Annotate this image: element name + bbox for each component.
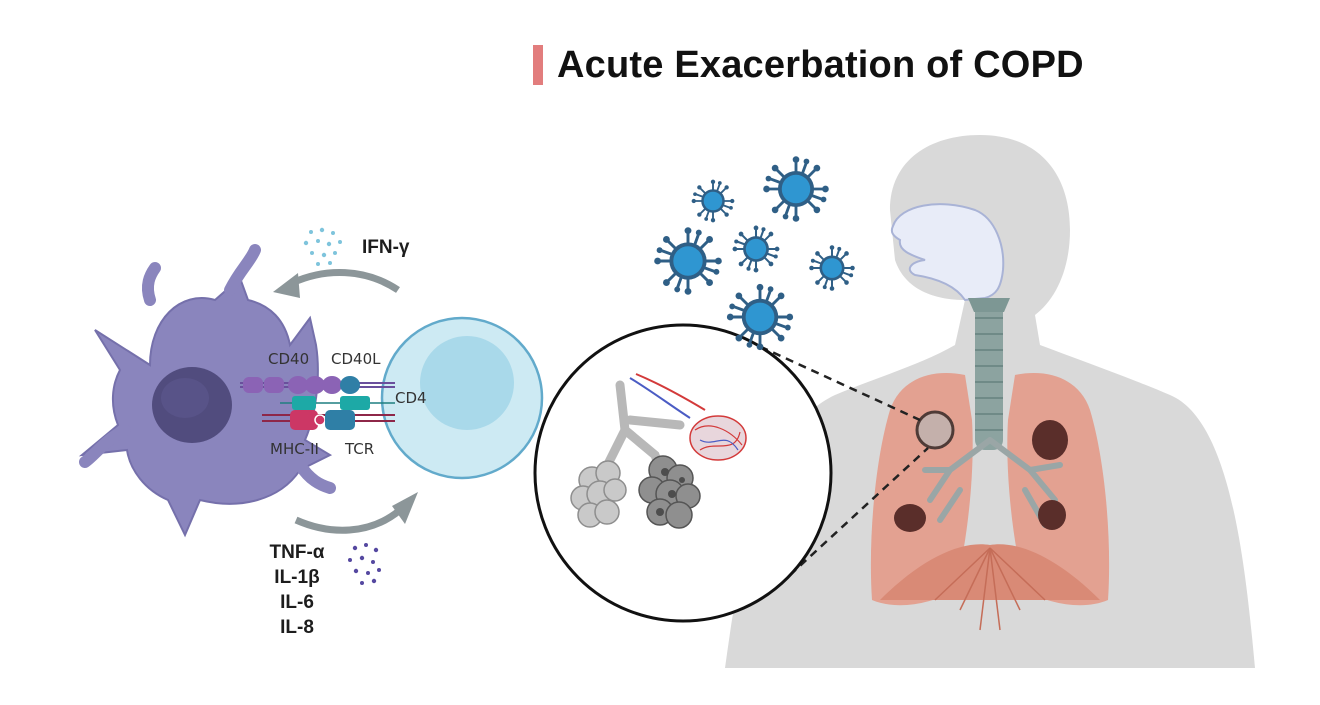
virus-icon	[731, 224, 781, 274]
cytokine-particles-icon	[348, 543, 381, 585]
cytokine-label: IL-8	[280, 617, 314, 638]
cd40-label: CD40	[268, 350, 310, 368]
cd4-label: CD4	[395, 389, 427, 407]
title-accent-bar	[533, 45, 543, 85]
ifn-particles-icon	[303, 227, 342, 266]
dendritic-cell-icon	[78, 244, 336, 538]
t-cell-icon	[380, 316, 544, 480]
cytokine-label: TNF-α	[269, 542, 325, 563]
virus-icon	[725, 282, 795, 352]
ifn-gamma-label: IFN-γ	[362, 237, 410, 258]
tcr-label: TCR	[345, 440, 375, 458]
cd40l-label: CD40L	[331, 350, 381, 368]
trachea-icon	[968, 298, 1010, 450]
virus-icon	[652, 225, 724, 297]
arrow-icon	[273, 269, 400, 298]
nasal-cavity-icon	[890, 203, 1005, 302]
receptor-complex-icon	[240, 376, 395, 430]
alveoli-magnifier-icon	[533, 323, 833, 623]
cytokine-list: TNF-α IL-1β IL-6 IL-8	[232, 540, 362, 640]
page-title: Acute Exacerbation of COPD	[557, 43, 1084, 86]
virus-icon	[761, 154, 831, 224]
virus-icon	[690, 178, 736, 224]
arrow-icon	[294, 492, 418, 534]
lungs-icon	[870, 373, 1110, 631]
cytokine-label: IL-1β	[274, 567, 320, 588]
title-group: Acute Exacerbation of COPD	[533, 40, 1084, 90]
virus-icon	[808, 244, 856, 292]
cytokine-label: IL-6	[280, 592, 314, 613]
mhc2-label: MHC-II	[270, 440, 319, 458]
